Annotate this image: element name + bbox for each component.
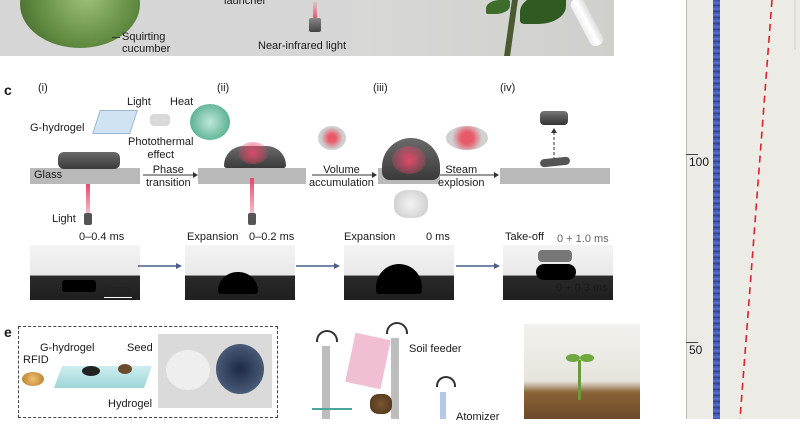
- g-hydrogel-disk-e: [82, 366, 100, 376]
- volume-accumulation-label: Volume accumulation: [309, 164, 374, 189]
- light-source-1: [84, 213, 92, 225]
- glass-slab-4: [500, 168, 610, 184]
- bubble-inset-2: [446, 126, 488, 150]
- frame-arrow-3: [456, 263, 500, 269]
- frame-1-time: 0–0.4 ms: [79, 231, 125, 243]
- heated-particle-icon: [150, 114, 170, 126]
- ruler-tick-100: [686, 154, 698, 155]
- stage-label-ii: (ii): [217, 82, 230, 94]
- launcher-label: launcher: [224, 0, 267, 7]
- glass-slab-1: [30, 168, 140, 184]
- seedling-leaf-left: [566, 354, 580, 362]
- steam-explosion-label: Steam explosion: [438, 164, 485, 189]
- photothermal-label: Photothermal effect: [128, 136, 194, 161]
- hydrogel-pad: [53, 366, 153, 388]
- heat-core-3: [392, 146, 426, 174]
- scale-label: 7 mm: [103, 284, 131, 296]
- plant-leaf-small: [486, 0, 510, 14]
- wifi-icon-3: [436, 376, 456, 387]
- flying-hydrogel: [540, 111, 568, 125]
- soil-feeder-label: Soil feeder: [409, 343, 462, 355]
- mast-1: [322, 346, 330, 419]
- steam-burst: [394, 190, 428, 218]
- g-hydrogel-label: G-hydrogel: [30, 122, 85, 134]
- stage-label-iv: (iv): [500, 82, 516, 94]
- stage-label-iii: (iii): [373, 82, 388, 94]
- ruler-blue-tape: [713, 0, 720, 419]
- seedling-leaf-right: [580, 354, 594, 362]
- takeoff-arrow: [551, 128, 557, 160]
- heat-label: Heat: [170, 96, 194, 108]
- squirting-cucumber-label: Squirting cucumber: [122, 31, 171, 55]
- callout-line: [112, 37, 120, 38]
- frame-3-time: 0 ms: [426, 231, 450, 243]
- tube-line: [312, 408, 352, 410]
- gnp-particles-icon: [92, 110, 138, 134]
- rfid-label: RFID: [23, 354, 49, 366]
- arrow-3: [440, 172, 499, 178]
- seedling-photo: [524, 324, 640, 419]
- glass-slab-2: [198, 168, 306, 184]
- stage-label-i: (i): [38, 82, 48, 94]
- wifi-icon-1: [316, 330, 338, 342]
- frame-4-flying: [538, 250, 572, 262]
- g-hydrogel-disk: [58, 152, 120, 169]
- panel-letter-c: c: [4, 82, 12, 98]
- frame-4-gel: [536, 264, 576, 280]
- frame-2-gel: [218, 272, 258, 294]
- frame-4-time-2: 0 + 0.3 ms: [556, 282, 608, 294]
- seed-label: Seed: [127, 342, 153, 354]
- device-chamber-right: [216, 344, 264, 394]
- plant-photo: [352, 0, 614, 56]
- seed-icon: [118, 364, 132, 374]
- arrow-1: [143, 172, 198, 178]
- frame-3-label: Expansion: [344, 231, 396, 243]
- laser-beam-1: [86, 184, 90, 214]
- frame-3-gel: [376, 264, 422, 294]
- polymer-network-icon: [190, 104, 230, 140]
- scale-bar: [104, 297, 132, 298]
- hydrogel-label: Hydrogel: [108, 398, 153, 410]
- laser-beam-2: [250, 178, 254, 214]
- light-bottom-label: Light: [52, 213, 76, 225]
- frame-arrow-1: [138, 263, 182, 269]
- seedling-stem: [578, 360, 581, 400]
- frame-2-time: 0–0.2 ms: [249, 231, 295, 243]
- atomizer-label: Atomizer: [456, 411, 500, 423]
- frame-4-label: Take-off: [505, 231, 544, 243]
- device-chamber-left: [166, 350, 210, 390]
- bubble-inset-1: [318, 126, 346, 150]
- ruler-label-50: 50: [689, 343, 703, 357]
- frame-2-label: Expansion: [187, 231, 239, 243]
- ruler-left-edge: [686, 0, 687, 419]
- light-top-label: Light: [127, 96, 151, 108]
- wifi-icon-2: [386, 322, 408, 334]
- frame-4-time-1: 0 + 1.0 ms: [557, 233, 609, 245]
- glass-label: Glass: [34, 169, 63, 181]
- atomizer-nozzle: [440, 392, 446, 419]
- light-source-2: [248, 213, 256, 225]
- nir-light-device: [309, 18, 321, 32]
- mast-2: [391, 338, 399, 419]
- ruler-background: [686, 0, 800, 419]
- ruler-tick-50: [686, 342, 698, 343]
- panel-letter-e: e: [4, 324, 12, 340]
- nir-beam: [313, 2, 317, 20]
- ruler-label-100: 100: [689, 155, 710, 169]
- soil-pile: [370, 394, 392, 414]
- g-hydrogel-e-label: G-hydrogel: [40, 342, 95, 354]
- arrow-2: [312, 172, 377, 178]
- heat-core-2: [238, 142, 268, 164]
- frame-1-gel: [62, 280, 96, 292]
- near-infrared-label: Near-infrared light: [258, 40, 347, 52]
- frame-arrow-2: [296, 263, 340, 269]
- phase-transition-label: Phase transition: [146, 164, 191, 189]
- rfid-coin: [22, 372, 44, 386]
- dashed-box: [18, 326, 278, 418]
